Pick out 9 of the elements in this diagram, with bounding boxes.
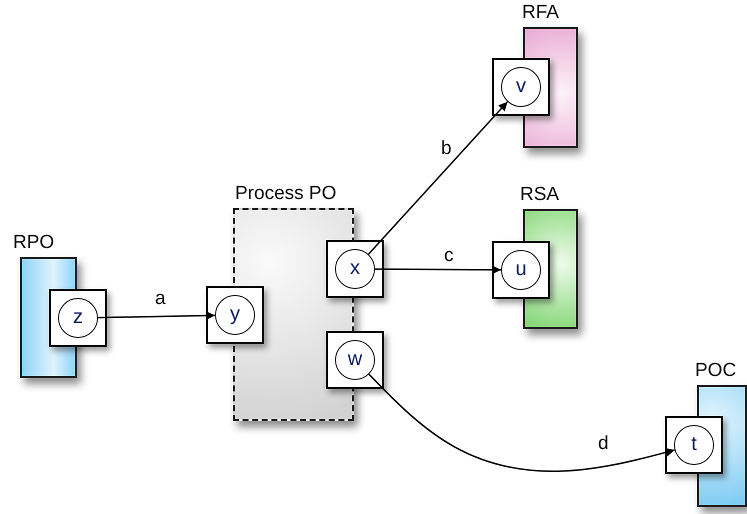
arrow bbox=[98, 311, 216, 320]
lane-heading: Process PO bbox=[235, 183, 336, 205]
lane-heading: RFA bbox=[522, 2, 559, 24]
arrow bbox=[375, 265, 501, 274]
lane-heading: RSA bbox=[520, 184, 560, 206]
lane-heading: RPO bbox=[13, 232, 54, 254]
arrow bbox=[368, 101, 508, 255]
arrow bbox=[368, 374, 675, 472]
lane-heading: POC bbox=[695, 360, 736, 382]
